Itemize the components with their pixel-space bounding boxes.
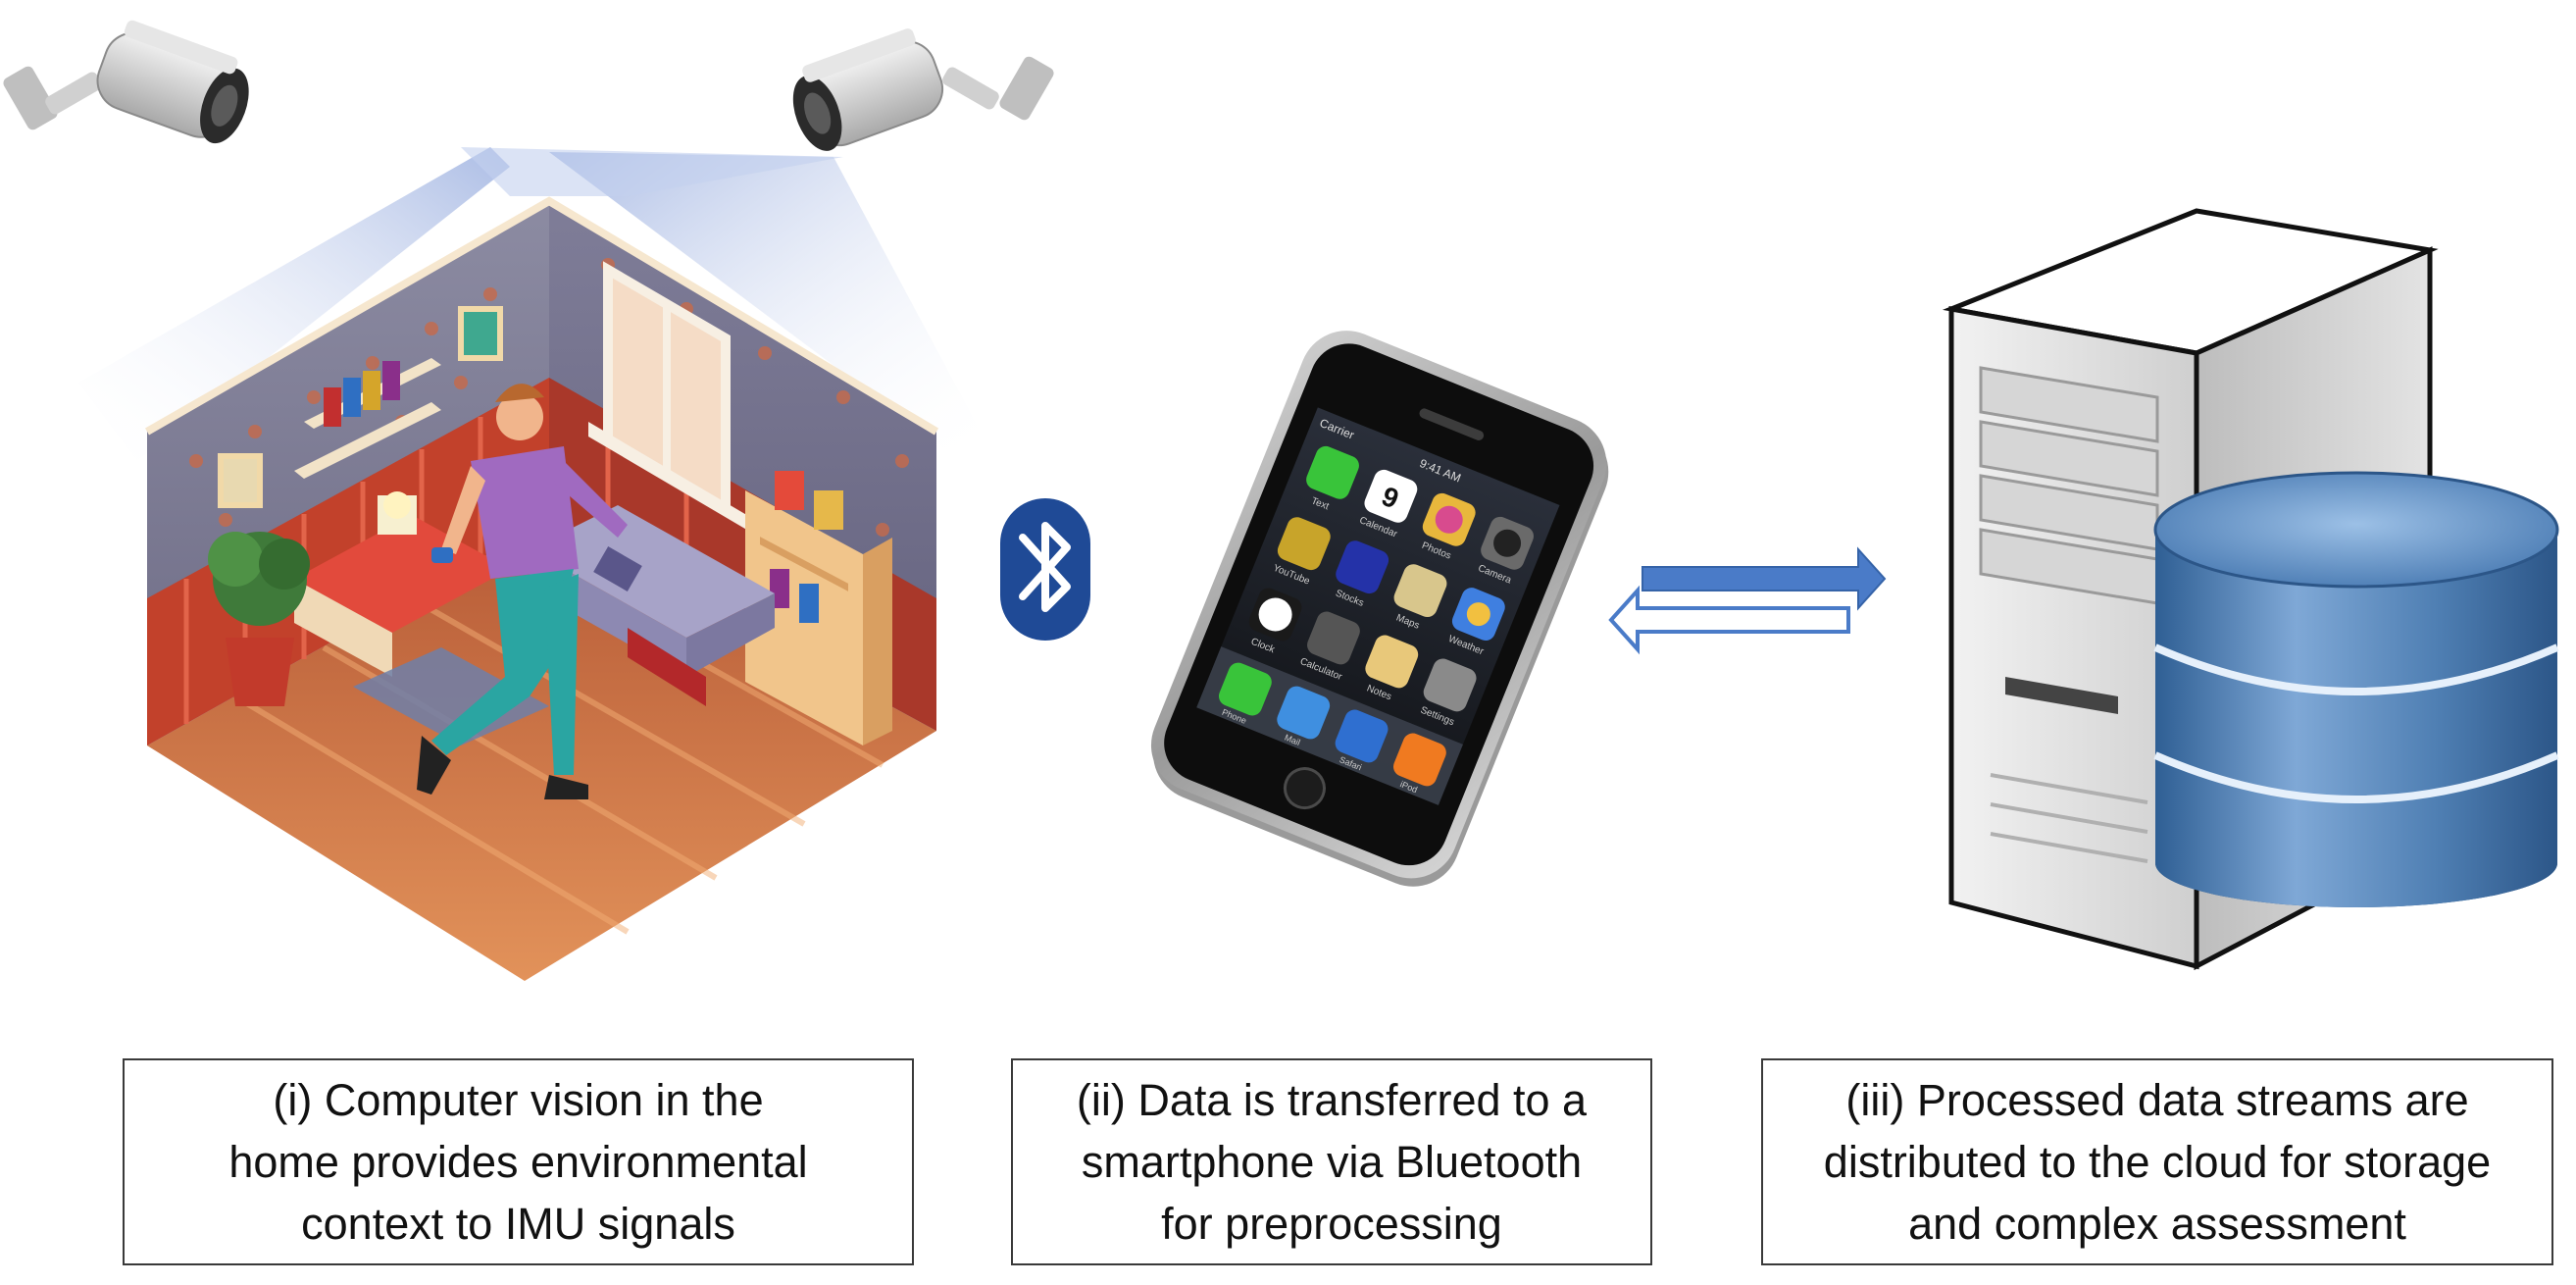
- caption-step-1-line-1: (i) Computer vision in the: [273, 1075, 764, 1125]
- caption-step-2-line-1: (ii) Data is transferred to a: [1076, 1075, 1588, 1125]
- wall-bookshelf: [294, 358, 441, 479]
- isometric-room-illustration: [145, 196, 939, 981]
- phone-home-button: [1283, 767, 1326, 810]
- wrist-imu-sensor-icon: [431, 547, 453, 563]
- camera-view-cone-left: [78, 147, 510, 461]
- bidirectional-arrows-icon: [1608, 546, 1887, 655]
- caption-step-2-line-3: for preprocessing: [1161, 1199, 1502, 1249]
- bluetooth-icon: [1000, 498, 1090, 641]
- caption-step-3-line-3: and complex assessment: [1908, 1199, 2406, 1249]
- caption-step-1: (i) Computer vision in the home provides…: [123, 1058, 914, 1265]
- arrow-left: [1608, 585, 1850, 655]
- security-camera-left-icon: [3, 20, 249, 144]
- database-cylinder-icon: [2153, 471, 2559, 907]
- caption-step-2: (ii) Data is transferred to a smartphone…: [1011, 1058, 1652, 1265]
- phone-dock: Phone Mail Safari iPod: [1196, 646, 1463, 805]
- camera-view-cone-center: [461, 147, 843, 196]
- smartphone-icon: Carrier 9:41 AM 9 Text Calendar Ph: [1150, 331, 1609, 887]
- caption-step-2-line-2: smartphone via Bluetooth: [1081, 1137, 1583, 1187]
- room-window: [588, 261, 755, 535]
- caption-step-3-line-2: distributed to the cloud for storage: [1823, 1137, 2492, 1187]
- camera-view-cone-right: [549, 152, 981, 461]
- walking-person-figure: [417, 384, 628, 799]
- arrow-right: [1642, 546, 1887, 611]
- security-camera-right-icon: [792, 28, 1054, 151]
- potted-plant: [208, 532, 310, 706]
- room-bookcase: [745, 471, 892, 745]
- caption-step-1-line-3: context to IMU signals: [301, 1199, 735, 1249]
- caption-step-3: (iii) Processed data streams are distrib…: [1761, 1058, 2553, 1265]
- caption-step-1-line-2: home provides environmental: [228, 1137, 808, 1187]
- caption-step-3-line-1: (iii) Processed data streams are: [1845, 1075, 2469, 1125]
- wall-picture-frame: [458, 306, 503, 361]
